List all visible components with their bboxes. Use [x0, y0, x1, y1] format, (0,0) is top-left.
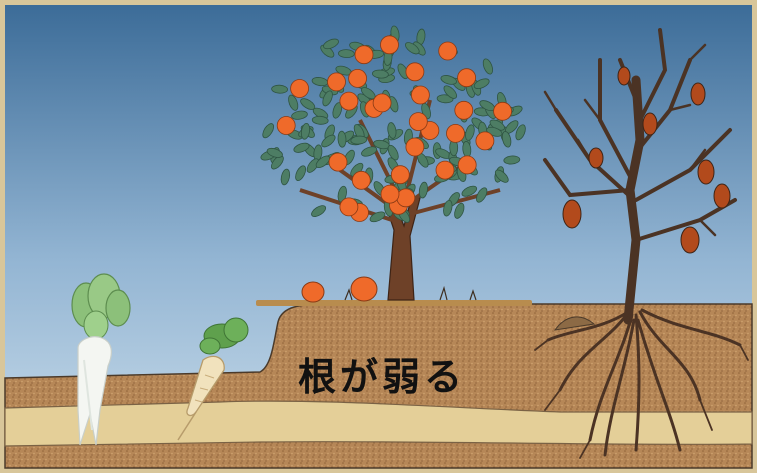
daikon-radish-icon — [71, 273, 131, 446]
leaf — [494, 169, 509, 183]
leaf — [332, 102, 343, 119]
leaf — [369, 211, 386, 223]
leaf — [262, 123, 275, 139]
leaf — [306, 158, 320, 173]
persimmon-fruit — [339, 91, 359, 111]
leaf — [443, 85, 458, 99]
leaf — [311, 115, 329, 125]
persimmon-tree-withered-icon — [534, 28, 749, 459]
leaf — [405, 42, 420, 55]
persimmon-fruit — [339, 197, 359, 217]
leaf — [300, 122, 311, 140]
caption-text: 根が弱る — [298, 355, 467, 399]
leaf — [476, 187, 488, 203]
persimmon-fruit — [475, 131, 495, 151]
leaf — [271, 155, 284, 170]
persimmon-fruit — [457, 68, 477, 88]
leaf — [501, 131, 512, 148]
persimmon-fruit — [454, 100, 474, 120]
leaf — [338, 49, 355, 59]
persimmon-fruit — [328, 152, 348, 172]
leaf — [440, 75, 457, 85]
leaf — [315, 155, 331, 169]
persimmon-fruit — [405, 137, 425, 157]
leaf — [311, 205, 327, 217]
leaf — [503, 155, 521, 165]
persimmon-fruit — [493, 101, 513, 121]
ground-line — [256, 300, 532, 306]
persimmon-fruit — [396, 188, 416, 208]
leaf — [465, 124, 475, 141]
persimmon-fruit — [405, 62, 425, 82]
leaf — [418, 181, 428, 199]
leaf — [293, 142, 310, 153]
leaf — [323, 38, 339, 50]
persimmon-fruit — [380, 35, 399, 55]
persimmon-fruit — [390, 165, 410, 185]
persimmon-tree-healthy-icon — [260, 25, 526, 303]
leaf — [266, 147, 283, 158]
persimmon-fruit — [372, 93, 392, 113]
leaf — [454, 202, 465, 219]
persimmon-fruit — [435, 160, 455, 180]
leaf — [337, 130, 347, 148]
leaf — [321, 134, 336, 148]
persimmon-fruit — [438, 41, 458, 61]
persimmon-fruit — [446, 123, 465, 143]
leaf — [271, 84, 288, 94]
persimmon-fruit — [348, 69, 368, 88]
leaf — [291, 110, 308, 120]
persimmon-fruit — [354, 45, 374, 65]
leaf — [482, 58, 494, 75]
leaf — [443, 199, 453, 217]
withered-fruit-cluster — [562, 66, 731, 254]
leaf — [288, 94, 299, 111]
leaf — [473, 78, 490, 89]
leaf — [387, 144, 399, 161]
leaf — [461, 185, 478, 197]
leaf — [322, 90, 333, 107]
leaf — [295, 165, 307, 182]
persimmon-fruit — [351, 170, 371, 190]
carrot-icon — [177, 317, 249, 441]
persimmon-fruit — [276, 116, 296, 135]
persimmon-fruit — [410, 85, 430, 105]
persimmon-fruit — [408, 112, 428, 131]
leaf — [372, 69, 389, 79]
leaf — [350, 135, 368, 145]
leaf — [515, 124, 526, 141]
dirt-mound — [553, 316, 596, 331]
leaf — [387, 122, 397, 139]
leaf — [337, 185, 347, 203]
persimmon-fruit — [327, 72, 346, 92]
persimmon-fruit — [380, 184, 400, 204]
leaf — [361, 146, 378, 157]
persimmon-fruit — [457, 155, 477, 175]
leaf — [280, 168, 291, 186]
persimmon-fruit — [290, 79, 310, 98]
